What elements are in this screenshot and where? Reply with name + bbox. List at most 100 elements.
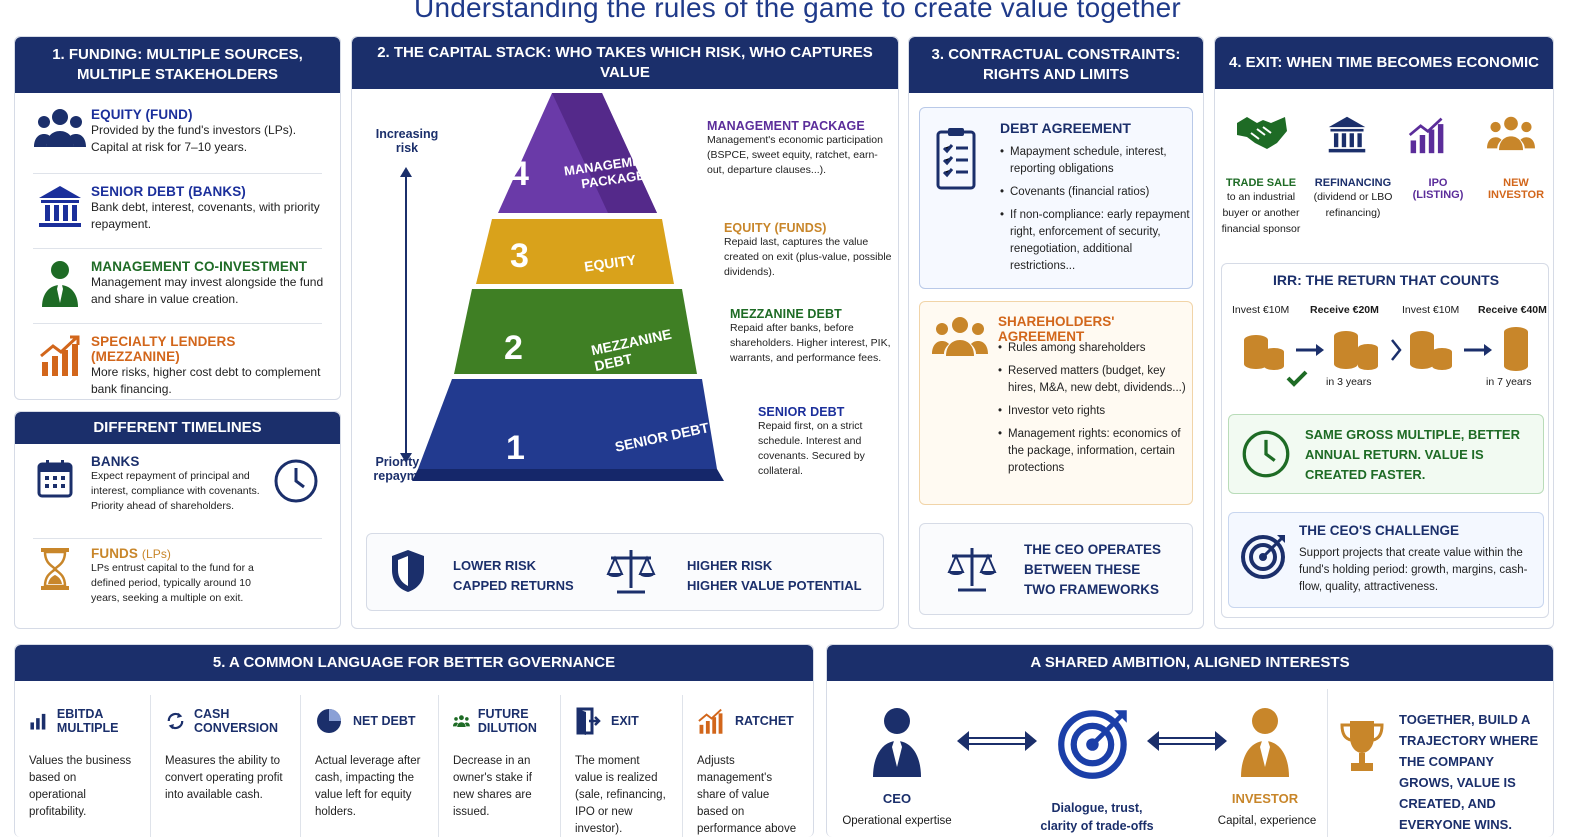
same-multiple-box: SAME GROSS MULTIPLE, BETTER ANNUAL RETUR… <box>1228 414 1544 494</box>
bar-chart-icon <box>30 713 46 730</box>
funding-panel: 1. FUNDING: MULTIPLE SOURCES, MULTIPLE S… <box>14 36 341 400</box>
sha-item: Management rights: economics of the pack… <box>998 426 1188 477</box>
language-panel: 5. A COMMON LANGUAGE FOR BETTER GOVERNAN… <box>14 644 814 837</box>
people-icon <box>1487 116 1535 151</box>
risk-arrow <box>400 167 412 463</box>
target-icon <box>1058 710 1127 779</box>
funds-title-suffix: (LPs) <box>141 547 172 561</box>
layer-title: EQUITY (FUNDS) <box>724 221 827 235</box>
people-icon <box>932 317 988 356</box>
calendar-icon <box>37 460 73 498</box>
term-title: NET DEBT <box>353 714 416 728</box>
bank-icon <box>39 186 81 227</box>
shareholders-agreement-box: SHAREHOLDERS' AGREEMENT Rules among shar… <box>919 301 1193 505</box>
shield-icon <box>392 550 424 592</box>
hourglass-icon <box>41 548 69 590</box>
layer-number: 2 <box>504 329 523 367</box>
layer-number: 3 <box>510 237 529 275</box>
funding-item-equity: EQUITY (FUND)Provided by the fund's inve… <box>29 107 326 156</box>
term-text: Measures the ability to convert operatin… <box>165 755 283 801</box>
exit-option-title: NEW <box>1503 177 1529 189</box>
pie-chart-icon <box>317 709 341 733</box>
sha-item: Rules among shareholders <box>998 340 1188 357</box>
exit-option-title: IPO <box>1428 177 1448 189</box>
layer-title: SENIOR DEBT <box>758 405 845 419</box>
challenge-title: THE CEO'S CHALLENGE <box>1299 523 1459 538</box>
together-text: TOGETHER, BUILD A TRAJECTORY WHERE THE C… <box>1399 712 1539 832</box>
scale-icon <box>947 548 997 592</box>
term-title: FUTURE DILUTION <box>477 707 537 735</box>
timelines-panel: DIFFERENT TIMELINES BANKS Expect repayme… <box>14 411 341 629</box>
debt-title: DEBT AGREEMENT <box>1000 120 1131 136</box>
term-text: Actual leverage after cash, impacting th… <box>315 755 421 818</box>
years-2: in 7 years <box>1486 376 1532 388</box>
funding-text: Provided by the fund's investors (LPs). … <box>91 123 297 154</box>
term-text: Adjusts management's share of value base… <box>697 755 797 835</box>
ceo-frameworks-box: THE CEO OPERATES BETWEEN THESE TWO FRAME… <box>919 523 1193 615</box>
capital-stack-header: 2. THE CAPITAL STACK: WHO TAKES WHICH RI… <box>352 37 898 89</box>
invest-2: Invest €10M <box>1402 304 1460 316</box>
ipo-chart-icon <box>1408 117 1444 154</box>
contract-panel: 3. CONTRACTUAL CONSTRAINTS: RIGHTS AND L… <box>908 36 1204 629</box>
sha-item: Investor veto rights <box>998 403 1188 420</box>
ceo-challenge-box: THE CEO'S CHALLENGE Support projects tha… <box>1228 512 1544 608</box>
term-title: EXIT <box>611 714 639 728</box>
clipboard-icon <box>936 128 976 190</box>
manager-icon <box>42 261 78 307</box>
funding-title: EQUITY (FUND) <box>91 107 193 122</box>
double-arrow-icon <box>957 731 1037 751</box>
layer-text: Repaid first, on a strict schedule. Inte… <box>758 420 865 477</box>
funding-header: 1. FUNDING: MULTIPLE SOURCES, MULTIPLE S… <box>15 37 340 93</box>
people-icon <box>34 109 86 147</box>
people-icon <box>453 715 470 728</box>
increasing-risk-label: Increasing risk <box>375 127 439 155</box>
term-card: EBITDA MULTIPLE Values the business base… <box>15 695 151 837</box>
capped-returns: CAPPED RETURNS <box>453 578 574 593</box>
ceo-frameworks-text: THE CEO OPERATES BETWEEN THESE TWO FRAME… <box>1024 542 1162 597</box>
double-arrow-icon <box>1147 731 1227 751</box>
ceo-icon <box>873 708 921 777</box>
layer-text: Repaid after banks, before shareholders.… <box>730 322 891 364</box>
coins-comparison-icon <box>1244 327 1528 387</box>
term-card: RATCHET Adjusts management's share of va… <box>683 695 813 837</box>
funding-item-mezzanine: SPECIALTY LENDERS (MEZZANINE)More risks,… <box>29 334 326 398</box>
funds-text: LPs entrust capital to the fund for a de… <box>91 562 254 604</box>
bank-icon <box>1328 116 1366 153</box>
debt-agreement-box: DEBT AGREEMENT Mapayment schedule, inter… <box>919 107 1193 289</box>
exit-option-text: INVESTOR <box>1487 189 1545 201</box>
target-icon <box>1241 535 1285 579</box>
growth-chart-icon <box>698 708 723 734</box>
funding-text: Management may invest alongside the fund… <box>91 275 324 306</box>
growth-chart-icon <box>40 335 80 376</box>
term-title: RATCHET <box>735 714 794 728</box>
term-text: Decrease in an owner's stake if new shar… <box>453 755 532 818</box>
handshake-icon <box>1237 117 1287 149</box>
exit-panel: 4. EXIT: WHEN TIME BECOMES ECONOMIC TRAD… <box>1214 36 1554 629</box>
center-text: Dialogue, trust, <box>1051 801 1143 815</box>
layer-number: 4 <box>510 155 529 193</box>
investor-sub: Capital, experience <box>1217 815 1317 827</box>
timelines-header: DIFFERENT TIMELINES <box>15 412 340 444</box>
exit-header: 4. EXIT: WHEN TIME BECOMES ECONOMIC <box>1215 37 1553 89</box>
ambition-panel: A SHARED AMBITION, ALIGNED INTERESTS CEO… <box>826 644 1554 837</box>
page-title: Understanding the rules of the game to c… <box>414 0 1181 23</box>
exit-option-text: (LISTING) <box>1412 189 1464 201</box>
challenge-text: Support projects that create value withi… <box>1299 547 1528 593</box>
language-header: 5. A COMMON LANGUAGE FOR BETTER GOVERNAN… <box>15 645 813 681</box>
trophy-icon <box>1340 721 1384 771</box>
receive-2: Receive €40M <box>1478 304 1547 316</box>
invest-1: Invest €10M <box>1232 304 1290 316</box>
scale-icon <box>606 550 656 594</box>
term-title: EBITDA MULTIPLE <box>56 707 119 735</box>
exit-option-text: to an industrial buyer or another financ… <box>1221 191 1301 235</box>
layer-title: MANAGEMENT PACKAGE <box>707 119 865 133</box>
funds-title: FUNDS <box>91 546 138 561</box>
investor-icon <box>1241 708 1289 777</box>
term-text: The moment value is realized (sale, refi… <box>575 755 666 835</box>
term-card: NET DEBT Actual leverage after cash, imp… <box>301 695 439 837</box>
capital-pyramid: 4 3 2 1 <box>412 93 724 481</box>
funding-item-senior-debt: SENIOR DEBT (BANKS)Bank debt, interest, … <box>29 184 326 233</box>
debt-item: Covenants (financial ratios) <box>1000 184 1190 201</box>
